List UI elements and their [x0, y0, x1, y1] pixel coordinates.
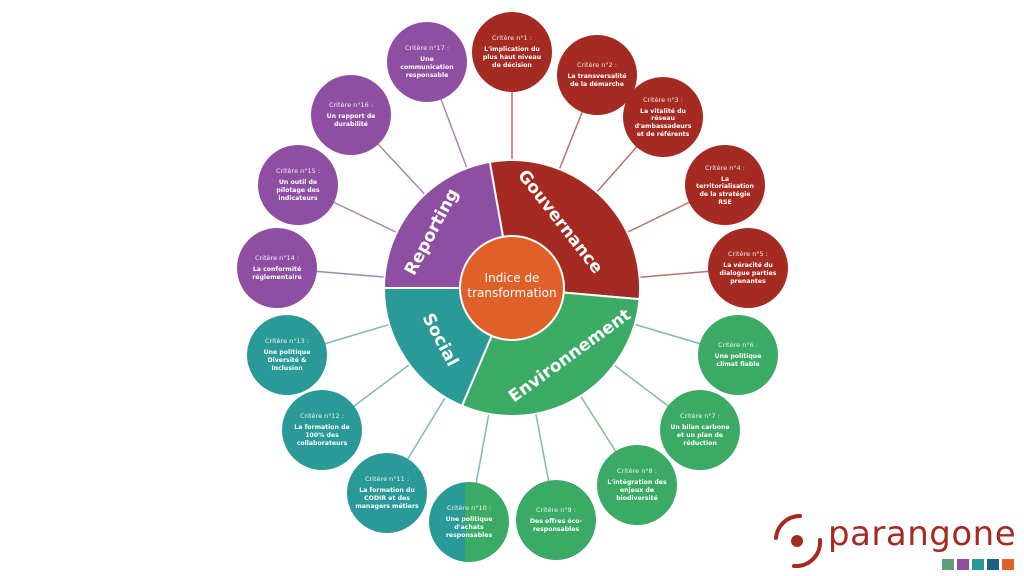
- criterion-number: Critère n°9 :: [536, 506, 576, 515]
- criterion-number: Critère n°12 :: [299, 412, 345, 421]
- criterion-circle: Critère n°5 : La véracité du dialogue par…: [708, 228, 788, 308]
- criterion-text: L'intégration des enjeux de biodiversité: [607, 479, 667, 502]
- logo-color-square: [942, 559, 954, 570]
- criterion-text: Une politique d'achats responsables: [445, 516, 493, 539]
- criterion-text: Un bilan carbone et un plan de réduction: [670, 424, 730, 447]
- criterion-text: La vitalité du réseau d'ambassadeurs et …: [634, 107, 692, 138]
- criterion-text: La transversalité de la démarche: [567, 73, 627, 88]
- center-label: transformation: [467, 286, 556, 300]
- criterion-circle: Critère n°12 : La formation de 100% des c…: [282, 390, 362, 470]
- criterion-number: Critère n°7 :: [680, 412, 720, 421]
- criterion-circle: Critère n°6 : Une politique climat fiable: [698, 315, 778, 395]
- parangone-logo: parangone: [770, 512, 1020, 572]
- criterion-number: Critère n°13 :: [264, 337, 310, 346]
- criterion-text: La véracité du dialogue parties prenante…: [719, 262, 777, 285]
- criterion-circle: Critère n°11 : La formation du CODIR et d…: [347, 453, 427, 533]
- criterion-number: Critère n°14 :: [254, 254, 300, 263]
- criterion-text: La conformité réglementaire: [252, 266, 302, 281]
- criterion-text: La territorialisation de la stratégie RS…: [696, 175, 754, 206]
- criterion-number: Critère n°2 :: [577, 61, 617, 70]
- criterion-number: Critère n°3 :: [643, 95, 683, 104]
- criterion-number: Critère n°8 :: [617, 467, 657, 476]
- criterion-circle: Critère n°9 : Des offres éco-responsables: [516, 480, 596, 560]
- criterion-text: La formation du CODIR et des managers mé…: [355, 487, 419, 510]
- criterion-text: Une communication responsable: [400, 56, 454, 79]
- criterion-text: Une politique climat fiable: [714, 353, 762, 368]
- logo-wordmark: parangone: [828, 514, 1017, 554]
- logo-color-square: [987, 559, 999, 570]
- criterion-circle: Critère n°8 : L'intégration des enjeux de…: [597, 445, 677, 525]
- logo-color-square: [1002, 559, 1014, 570]
- criterion-number: Critère n°16 :: [328, 101, 374, 110]
- logo-color-square: [957, 559, 969, 570]
- criterion-text: Des offres éco-responsables: [529, 518, 583, 533]
- criterion-circle: Critère n°4 : La territorialisation de la…: [685, 145, 765, 225]
- logo-color-square: [972, 559, 984, 570]
- center-circle: [459, 235, 565, 341]
- criterion-number: Critère n°10 :: [446, 504, 492, 513]
- criterion-number: Critère n°17 :: [404, 44, 450, 53]
- criterion-number: Critère n°5 :: [728, 250, 768, 259]
- criterion-circle: Critère n°14 : La conformité réglementair…: [237, 228, 317, 308]
- criterion-number: Critère n°11 :: [364, 475, 410, 484]
- criterion-number: Critère n°15 :: [275, 167, 321, 176]
- criterion-circle: Critère n°1 : L'implication du plus haut …: [472, 12, 552, 92]
- criterion-number: Critère n°1 :: [492, 34, 532, 43]
- criterion-circle: Critère n°10 : Une politique d'achats res…: [429, 482, 509, 562]
- criterion-circle: Critère n°16 : Un rapport de durabilité: [311, 75, 391, 155]
- center-label: Indice de: [485, 271, 540, 285]
- criterion-circle: Critère n°2 : La transversalité de la dém…: [557, 35, 637, 115]
- criterion-number: Critère n°4 :: [705, 163, 745, 172]
- criterion-number: Critère n°6 :: [718, 341, 758, 350]
- criterion-circle: Critère n°17 : Une communication responsa…: [387, 22, 467, 102]
- criterion-text: L'implication du plus haut niveau de déc…: [482, 46, 542, 69]
- criterion-text: Un outil de pilotage des indicateurs: [276, 179, 320, 202]
- criterion-text: Une politique Diversité & Inclusion: [263, 349, 311, 372]
- criterion-circle: Critère n°3 : La vitalité du réseau d'amb…: [623, 77, 703, 157]
- criterion-circle: Critère n°13 : Une politique Diversité & …: [247, 315, 327, 395]
- criterion-circle: Critère n°7 : Un bilan carbone et un plan…: [660, 390, 740, 470]
- criterion-text: La formation de 100% des collaborateurs: [294, 424, 350, 447]
- logo-swirl-icon: [774, 513, 823, 568]
- criterion-text: Un rapport de durabilité: [326, 113, 376, 128]
- criterion-circle: Critère n°15 : Un outil de pilotage des i…: [258, 145, 338, 225]
